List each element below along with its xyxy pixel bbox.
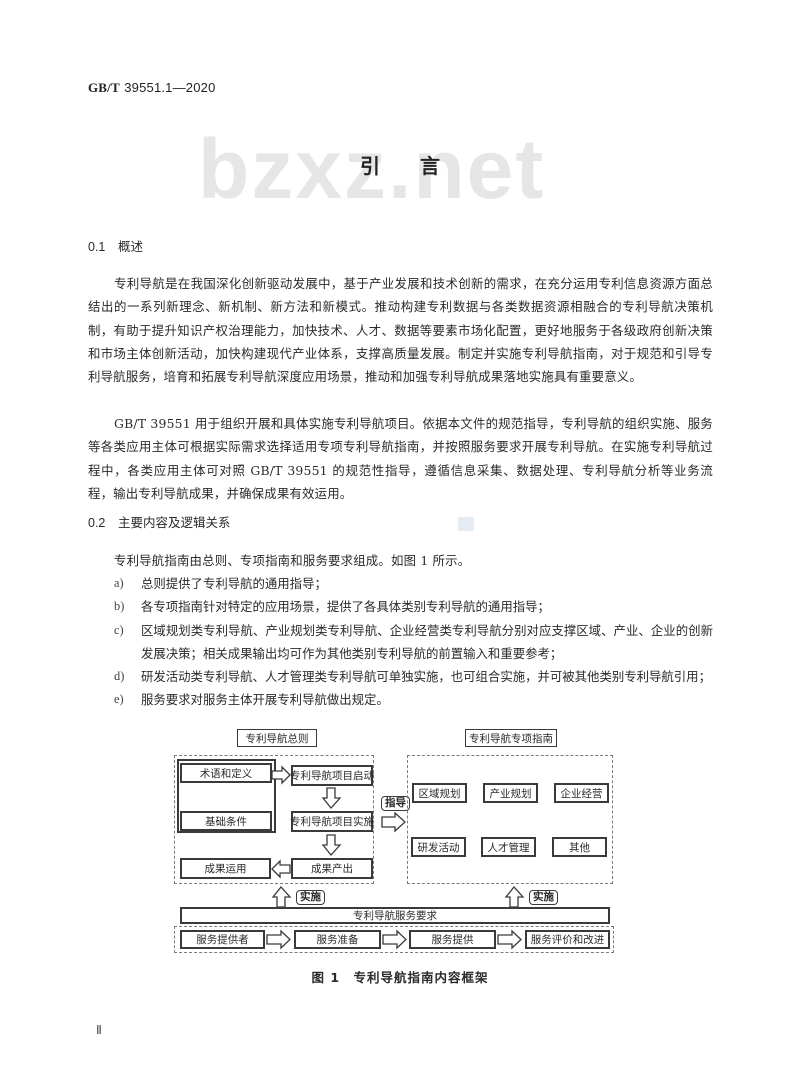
special-group	[407, 755, 613, 884]
arrow-up-icon	[271, 885, 292, 908]
arrow-right-icon	[382, 929, 407, 950]
special-item-other: 其他	[552, 837, 607, 857]
service-prep-box: 服务准备	[294, 930, 381, 949]
figure-caption: 图 1 专利导航指南内容框架	[311, 970, 489, 985]
basic-conditions-box: 基础条件	[180, 811, 272, 831]
service-provision-box: 服务提供	[409, 930, 496, 949]
arrow-down-icon	[321, 787, 342, 810]
arrow-left-icon	[271, 859, 291, 879]
paragraph-structure-intro: 专利导航指南由总则、专项指南和服务要求组成。如图 1 所示。	[114, 553, 471, 568]
list-item: a)总则提供了专利导航的通用指导；	[114, 576, 327, 591]
arrow-right-icon	[497, 929, 522, 950]
list-item: e)服务要求对服务主体开展专利导航做出规定。	[114, 692, 389, 708]
service-provider-box: 服务提供者	[180, 930, 265, 949]
page-number: Ⅱ	[96, 1023, 102, 1037]
paragraph-overview-1: 专利导航是在我国深化创新驱动发展中，基于产业发展和技术创新的需求，在充分运用专利…	[88, 276, 713, 385]
special-item-rnd: 研发活动	[411, 837, 466, 857]
service-flow-group	[174, 926, 614, 953]
watermark: bzxz.net	[198, 122, 546, 216]
content-list: a)总则提供了专利导航的通用指导； b)各专项指南针对特定的应用场景，提供了各具…	[88, 572, 713, 712]
general-group	[174, 755, 374, 884]
logo-mark	[458, 517, 474, 531]
project-implement-box: 专利导航项目实施	[290, 811, 374, 832]
special-item-industry: 产业规划	[483, 783, 538, 803]
implement-label-left: 实施	[296, 890, 325, 905]
terms-box: 术语和定义	[180, 763, 272, 783]
special-item-talent: 人才管理	[481, 837, 536, 857]
general-title-box: 专利导航总则	[237, 729, 317, 747]
list-item: d)研发活动类专利导航、人才管理类专利导航可单独实施，也可组合实施，并可被其他类…	[114, 669, 711, 685]
service-eval-box: 服务评价和改进	[525, 930, 610, 949]
project-start-box: 专利导航项目启动	[290, 765, 374, 786]
standard-code: GB/T 39551.1—2020	[88, 80, 216, 96]
standard-prefix: GB/T	[88, 80, 120, 95]
arrow-right-icon	[381, 811, 406, 833]
implement-label-right: 实施	[529, 890, 558, 905]
standard-number: 39551.1—2020	[124, 80, 216, 95]
outcome-use-box: 成果运用	[180, 858, 271, 879]
arrow-right-icon	[266, 929, 291, 950]
page-title: 引言	[360, 154, 480, 178]
list-item: c)区域规划类专利导航、产业规划类专利导航、企业经营类专利导航分别对应支撑区域、…	[114, 622, 713, 661]
special-item-region: 区域规划	[412, 783, 467, 803]
special-item-enterprise: 企业经营	[554, 783, 609, 803]
output-box: 成果产出	[291, 858, 373, 879]
special-title-box: 专利导航专项指南	[465, 729, 557, 747]
arrow-down-icon	[321, 834, 342, 857]
guide-label: 指导	[381, 796, 410, 811]
arrow-up-icon	[504, 885, 525, 908]
arrow-right-icon	[271, 765, 291, 785]
service-requirement-bar: 专利导航服务要求	[180, 907, 610, 924]
paragraph-overview-2: GB/T 39551 用于组织开展和具体实施专利导航项目。依据本文件的规范指导，…	[88, 416, 713, 501]
list-item: b)各专项指南针对特定的应用场景，提供了各具体类别专利导航的通用指导；	[114, 599, 550, 615]
